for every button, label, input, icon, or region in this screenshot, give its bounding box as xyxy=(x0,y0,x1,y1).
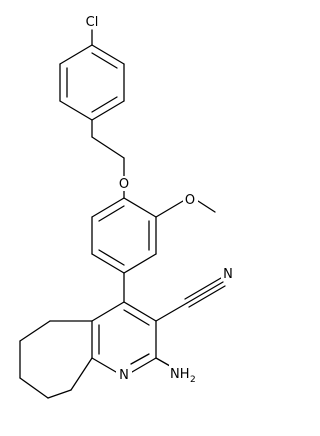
bond xyxy=(59,100,93,121)
bond xyxy=(155,302,188,322)
bond xyxy=(98,205,125,222)
bond xyxy=(123,301,157,322)
bond xyxy=(131,357,157,373)
bond xyxy=(91,136,125,159)
bond xyxy=(123,309,150,326)
bond xyxy=(155,200,184,218)
bond xyxy=(123,197,157,218)
chemical-structure: Cl O O N N NH 2 xyxy=(19,12,236,399)
bond xyxy=(91,96,118,113)
pyridine-nitrogen-label: N xyxy=(119,368,129,383)
bond xyxy=(91,301,125,322)
bond xyxy=(130,353,150,365)
bond xyxy=(155,357,171,367)
nitrile-nitrogen-label: N xyxy=(223,267,233,282)
bond xyxy=(91,52,118,69)
chlorine-label: Cl xyxy=(86,15,99,30)
bond xyxy=(70,357,93,391)
amino-subscript: 2 xyxy=(190,375,196,385)
bond xyxy=(47,389,72,399)
ether-oxygen-label: O xyxy=(119,177,129,192)
bond xyxy=(19,377,49,399)
bond xyxy=(59,44,93,65)
bond xyxy=(186,281,224,304)
amino-group-label: NH xyxy=(170,367,190,382)
bond xyxy=(197,200,216,213)
bond xyxy=(123,253,157,274)
bond xyxy=(184,277,222,300)
bond xyxy=(91,357,117,373)
bond xyxy=(19,320,51,342)
bond xyxy=(91,44,125,65)
bond xyxy=(98,249,125,266)
bond xyxy=(188,285,226,308)
atom-labels: Cl O O N N NH 2 xyxy=(80,12,236,385)
bonds xyxy=(19,29,226,399)
bond xyxy=(91,197,125,218)
bond xyxy=(91,253,125,274)
methoxy-oxygen-label: O xyxy=(185,193,195,208)
bond xyxy=(91,100,125,121)
